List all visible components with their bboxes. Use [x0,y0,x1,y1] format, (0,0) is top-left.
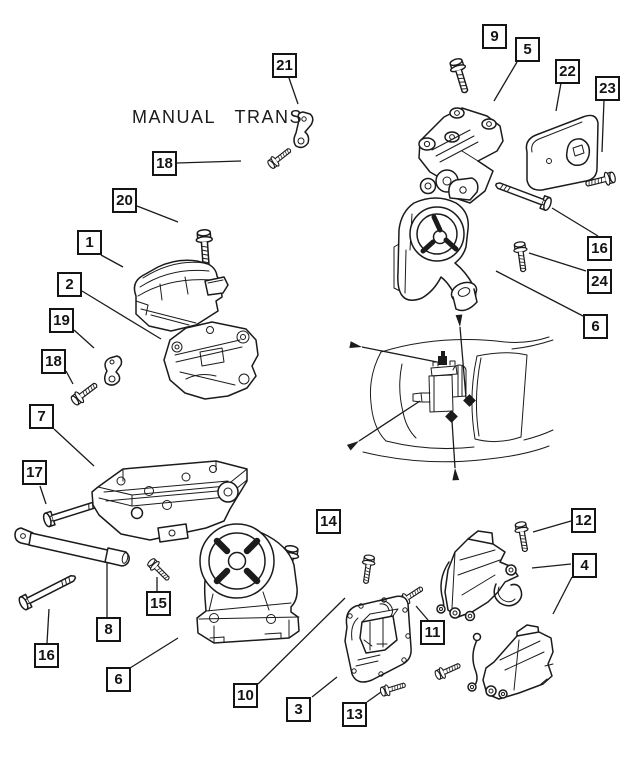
diagram-title: MANUAL TRANS [132,107,304,127]
leader-lines [39,61,605,703]
bolt-16-lower-icon [16,570,79,612]
leader-line-4 [552,576,573,615]
leader-line-6 [129,637,179,669]
leader-line-16 [551,207,599,237]
engine-mount-6-lower [196,523,300,644]
leader-line-10 [257,597,346,685]
engine-mount-6-upper [393,197,478,312]
leader-line-17 [39,485,47,505]
crossmember-7 [91,460,248,543]
heat-shield-22 [525,114,599,191]
bracket-21 [293,111,314,149]
leader-line-24 [528,252,587,272]
bracket-5 [418,107,504,204]
leader-line-4 [531,563,572,569]
bolt-9-icon [447,56,474,96]
leader-line-16 [46,608,50,644]
leader-line-13 [366,691,382,703]
leader-line-23 [601,99,605,153]
bracket-4-upper [436,530,523,622]
bolt-12-icon [513,520,533,554]
bolt-18-lower-icon [68,378,101,408]
vehicle-schematic [346,314,554,481]
leader-line-19 [73,329,95,349]
bolt-center-lower-icon [433,659,463,682]
bolt-14-right-icon [358,553,377,585]
leader-line-12 [532,520,572,533]
transmission-bracket-2 [163,321,259,400]
leader-line-5 [493,61,518,102]
leader-line-3 [311,676,338,698]
bolt-24-icon [512,240,531,274]
adapter-plate-3 [344,595,412,683]
leader-line-18 [176,160,242,164]
leader-line-7 [53,428,95,467]
leader-line-20 [136,205,179,223]
leader-line-2 [81,290,162,340]
leader-line-6 [495,270,584,317]
bracket-19 [103,355,123,386]
engine-mount-1 [133,259,229,332]
spacer-rod-8 [14,527,130,567]
bolt-18-upper-icon [265,144,295,171]
leader-line-22 [555,82,562,112]
leader-line-1 [100,254,124,268]
leader-line-11 [415,605,429,621]
leader-line-18 [65,370,74,385]
bolt-15-icon [145,556,174,585]
bolt-13-icon [378,678,408,699]
bracket-4-lower [467,624,554,700]
leader-line-21 [288,77,299,105]
